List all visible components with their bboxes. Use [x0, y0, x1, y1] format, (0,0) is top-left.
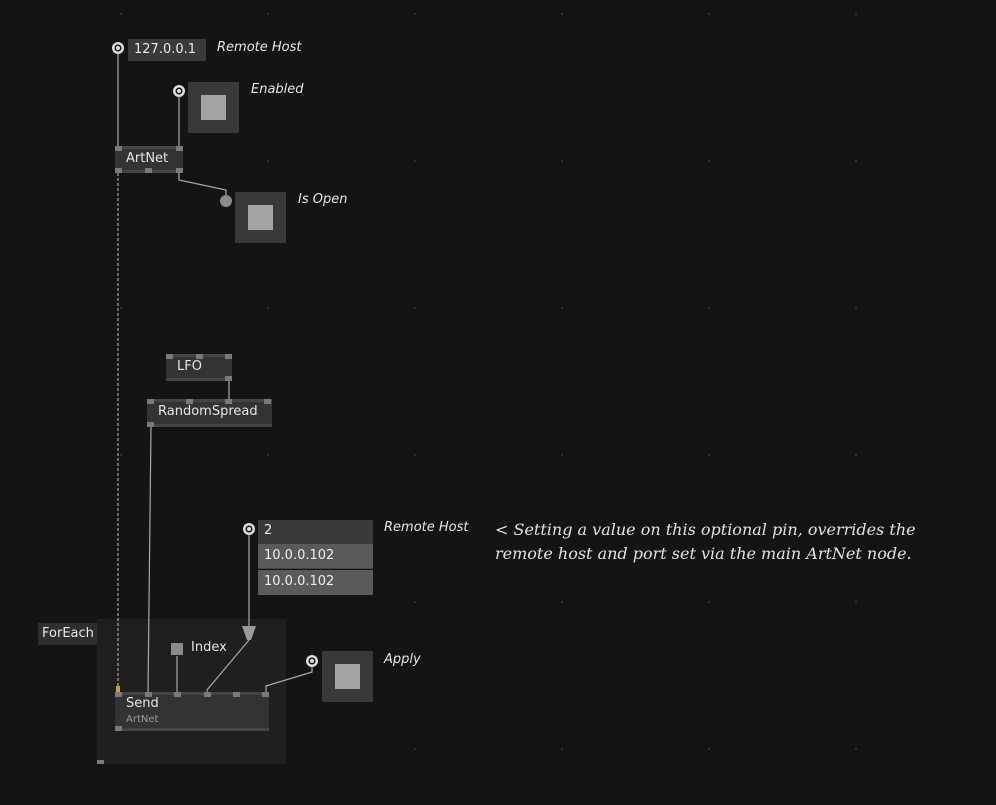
pad-output-apply[interactable] — [306, 655, 318, 667]
send-output-pin[interactable] — [115, 726, 122, 731]
apply-label: Apply — [384, 652, 421, 667]
lfo-output-pin[interactable] — [225, 376, 232, 381]
comment-line-2: remote host and port set via the main Ar… — [495, 544, 912, 563]
send-input-pin-3[interactable] — [174, 692, 181, 697]
remote-host-input[interactable]: 127.0.0.1 — [128, 39, 206, 61]
is-open-toggle-square — [248, 205, 273, 230]
artnet-output-pin-1[interactable] — [115, 168, 122, 173]
foreach-region[interactable] — [97, 619, 286, 764]
lfo-input-pin-1[interactable] — [166, 354, 173, 359]
randomspread-input-pin-1[interactable] — [147, 399, 154, 404]
randomspread-node[interactable]: RandomSpread — [147, 399, 272, 427]
is-open-input-dot[interactable] — [220, 195, 232, 207]
send-input-pin-1[interactable] — [115, 692, 122, 697]
is-open-toggle[interactable] — [235, 192, 286, 243]
enabled-label: Enabled — [251, 82, 304, 97]
lfo-input-pin-2[interactable] — [196, 354, 203, 359]
randomspread-output-pin[interactable] — [147, 422, 154, 427]
link-artnet-is-open[interactable] — [178, 173, 227, 196]
remote-host-spread-label: Remote Host — [384, 520, 469, 535]
pad-output-enabled[interactable] — [173, 85, 185, 97]
artnet-input-pin-2[interactable] — [176, 146, 183, 151]
remote-host-spread-count[interactable]: 2 — [258, 520, 373, 544]
lfo-node-title: LFO — [177, 359, 202, 374]
send-active-pin-indicator — [116, 686, 120, 692]
randomspread-input-pin-3[interactable] — [225, 399, 232, 404]
enabled-toggle[interactable] — [188, 82, 239, 133]
send-input-pin-5[interactable] — [233, 692, 240, 697]
send-node-category: ArtNet — [126, 714, 159, 725]
apply-toggle-square — [335, 664, 360, 689]
index-label: Index — [191, 640, 227, 655]
link-randomspread-send[interactable] — [147, 424, 152, 694]
send-node-title: Send — [126, 696, 159, 711]
link-apply-send[interactable] — [265, 667, 313, 693]
artnet-output-pin-3[interactable] — [176, 168, 183, 173]
lfo-input-pin-3[interactable] — [225, 354, 232, 359]
artnet-node-title: ArtNet — [126, 151, 169, 166]
send-input-pin-6[interactable] — [262, 692, 269, 697]
foreach-resize-handle[interactable] — [97, 760, 104, 764]
send-input-pin-4[interactable] — [204, 692, 211, 697]
is-open-label: Is Open — [298, 192, 348, 207]
artnet-output-pin-2[interactable] — [145, 168, 152, 173]
remote-host-spread-row[interactable]: 10.0.0.102 — [258, 570, 373, 595]
remote-host-spread-row[interactable]: 10.0.0.102 — [258, 544, 373, 569]
comment-text: < Setting a value on this optional pin, … — [495, 518, 965, 566]
randomspread-input-pin-4[interactable] — [264, 399, 271, 404]
randomspread-node-title: RandomSpread — [158, 404, 258, 419]
send-input-pin-2[interactable] — [145, 692, 152, 697]
remote-host-label: Remote Host — [217, 40, 302, 55]
artnet-input-pin-1[interactable] — [115, 146, 122, 151]
randomspread-input-pin-2[interactable] — [186, 399, 193, 404]
enabled-toggle-square — [201, 95, 226, 120]
spread-splitter-icon[interactable] — [242, 626, 256, 640]
comment-line-1: < Setting a value on this optional pin, … — [495, 520, 916, 539]
pad-output-remote-host-top[interactable] — [112, 42, 124, 54]
send-node[interactable]: Send ArtNet — [115, 692, 269, 731]
pad-output-remote-host-spread[interactable] — [243, 523, 255, 535]
index-pin-square[interactable] — [171, 643, 183, 655]
apply-toggle[interactable] — [322, 651, 373, 702]
foreach-label[interactable]: ForEach — [38, 623, 97, 645]
